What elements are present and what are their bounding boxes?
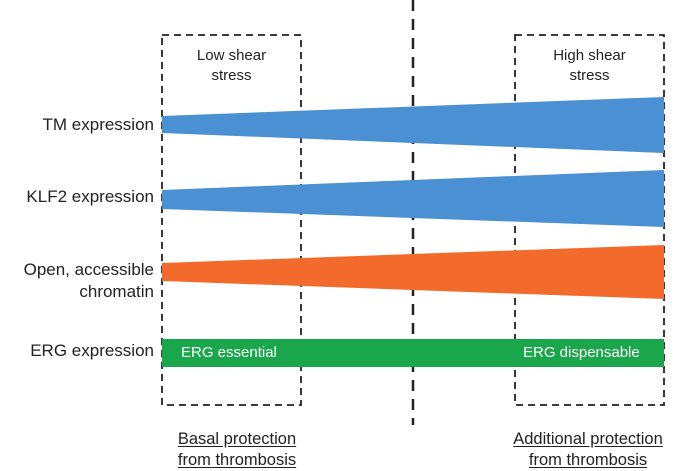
low-shear-title-line1: Low shear <box>196 47 267 64</box>
low-shear-title: Low shear stress <box>162 46 301 86</box>
tm-expression-label: TM expression <box>42 115 154 134</box>
additional-protection-line2: from thrombosis <box>528 451 648 469</box>
chromatin-label-line1: Open, accessible <box>23 260 154 279</box>
tm-expression-wedge <box>162 97 664 153</box>
basal-protection-line1: Basal protection <box>177 430 297 448</box>
basal-protection-footer: Basal protection from thrombosis <box>146 429 328 471</box>
chromatin-label: Open, accessible chromatin <box>0 259 154 303</box>
basal-protection-line2: from thrombosis <box>177 451 297 469</box>
high-shear-title-line1: High shear <box>553 47 626 64</box>
high-shear-title: High shear stress <box>515 46 664 86</box>
klf2-expression-label: KLF2 expression <box>26 187 154 206</box>
additional-protection-footer: Additional protection from thrombosis <box>493 429 683 471</box>
additional-protection-line1: Additional protection <box>513 430 663 448</box>
erg-expression-label: ERG expression <box>30 341 154 360</box>
erg-dispensable-text: ERG dispensable <box>523 344 640 361</box>
low-shear-title-line2: stress <box>211 67 252 84</box>
erg-expression-bar <box>162 339 664 367</box>
klf2-expression-wedge <box>162 170 664 227</box>
high-shear-title-line2: stress <box>569 67 610 84</box>
erg-essential-text: ERG essential <box>181 344 277 361</box>
chromatin-label-line2: chromatin <box>79 282 154 301</box>
chromatin-wedge <box>162 245 664 299</box>
low-shear-region-box <box>161 34 302 406</box>
